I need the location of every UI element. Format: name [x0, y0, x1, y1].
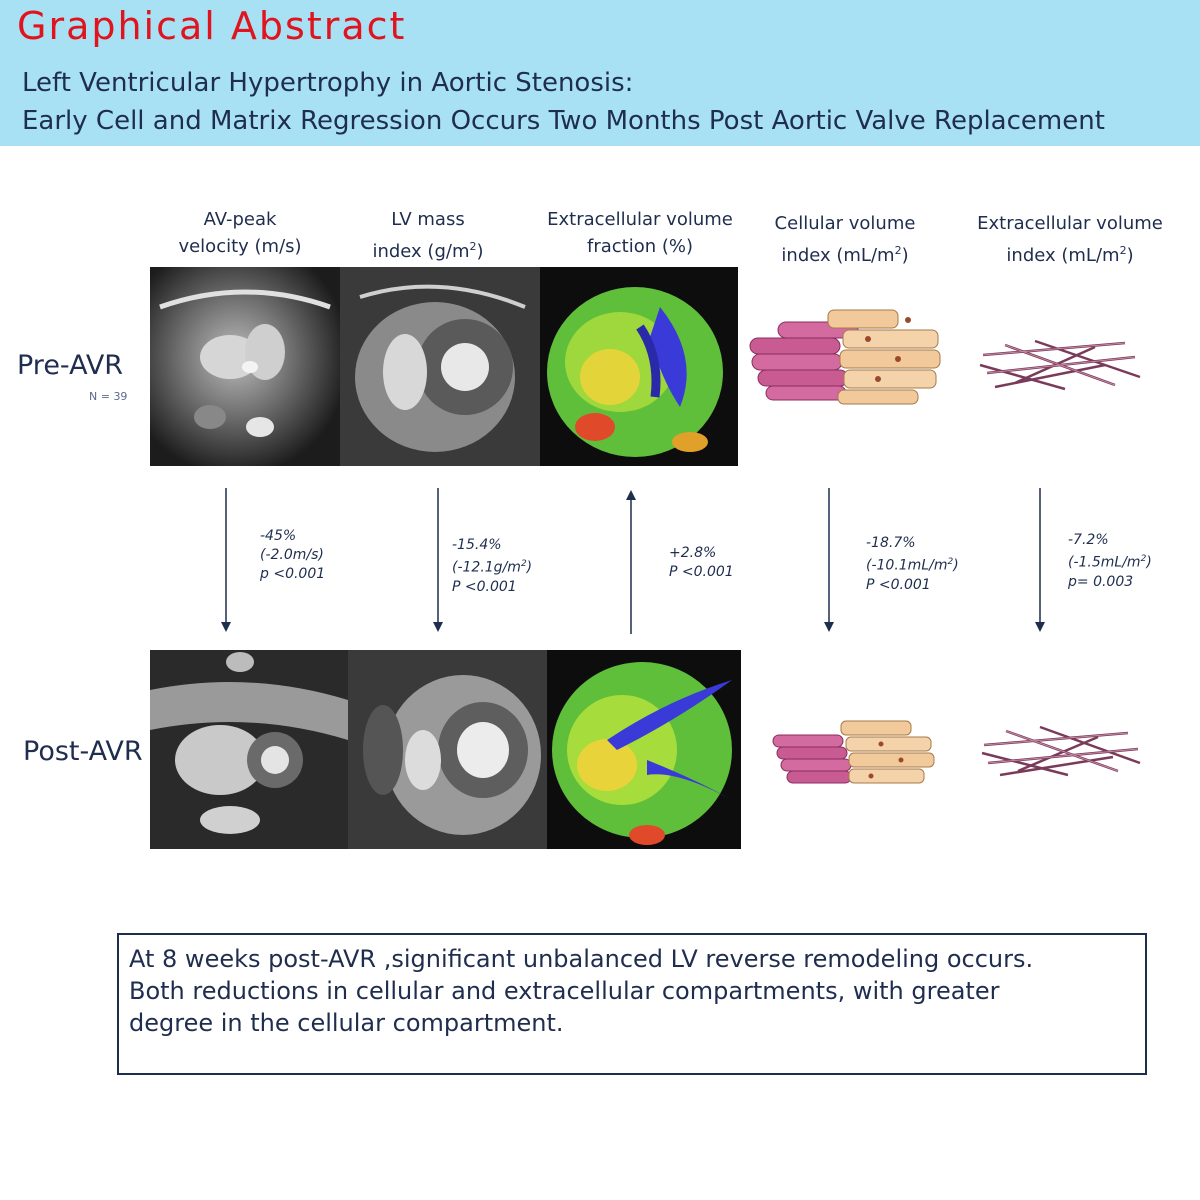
stat-p-value: P <0.001: [452, 578, 517, 595]
stat-p-value: p <0.001: [260, 566, 326, 582]
post-avr-cine-image: [150, 650, 348, 849]
column-header-ec-volume-index: Extracellular volume index (mL/m2): [965, 210, 1175, 269]
stat-absolute: (-1.5mL/m2): [1068, 554, 1152, 571]
pre-avr-cardiomyocyte-illustration: [748, 296, 948, 406]
column-header-lv-mass: LV mass index (g/m2): [353, 206, 503, 265]
stat-ecv: +2.8% P <0.001: [669, 544, 734, 582]
arrow-down-ec-volume-index: [1030, 488, 1050, 634]
title-line-2: Early Cell and Matrix Regression Occurs …: [22, 106, 1105, 136]
stat-absolute: (-12.1g/m2): [452, 559, 533, 576]
row-label-pre-avr: Pre-AVR: [17, 350, 124, 381]
summary-line-1: At 8 weeks post-AVR ,significant unbalan…: [129, 945, 1034, 973]
column-header-line: index (mL/m2): [1006, 244, 1134, 266]
stat-absolute: (-2.0m/s): [260, 547, 324, 563]
summary-box: At 8 weeks post-AVR ,significant unbalan…: [117, 933, 1147, 1075]
column-header-line: Cellular volume: [774, 213, 916, 234]
arrow-down-lv-mass: [428, 488, 448, 634]
stat-cellular-volume: -18.7% (-10.1mL/m2) P <0.001: [866, 534, 959, 595]
title-line-1: Left Ventricular Hypertrophy in Aortic S…: [22, 68, 634, 98]
arrow-down-cellular-volume: [819, 488, 839, 634]
sample-size-label: N = 39: [89, 390, 128, 403]
column-header-line: velocity (m/s): [178, 236, 302, 257]
stat-p-value: P <0.001: [669, 564, 734, 580]
pre-avr-lv-short-axis-image: [340, 267, 540, 466]
stat-percent: +2.8%: [669, 545, 717, 561]
stat-p-value: P <0.001: [866, 576, 931, 593]
column-header-av-peak: AV-peak velocity (m/s): [170, 206, 310, 260]
column-header-line: index (g/m2): [372, 240, 484, 262]
summary-line-2: Both reductions in cellular and extracel…: [129, 977, 1000, 1005]
column-header-line: AV-peak: [203, 209, 277, 230]
summary-line-3: degree in the cellular compartment.: [129, 1009, 564, 1037]
post-avr-extracellular-matrix-illustration: [978, 723, 1143, 778]
stat-percent: -45%: [260, 528, 297, 544]
row-label-post-avr: Post-AVR: [23, 736, 143, 767]
stat-percent: -18.7%: [866, 535, 916, 551]
stat-p-value: p= 0.003: [1068, 573, 1134, 590]
column-header-cellular-volume: Cellular volume index (mL/m2): [760, 210, 930, 269]
pre-avr-extracellular-matrix-illustration: [975, 335, 1145, 393]
pre-avr-t1-map-image: [540, 267, 738, 466]
stat-av-peak: -45% (-2.0m/s) p <0.001: [260, 527, 325, 584]
column-header-line: fraction (%): [586, 236, 693, 257]
stat-absolute: (-10.1mL/m2): [866, 557, 959, 574]
stat-ec-volume-index: -7.2% (-1.5mL/m2) p= 0.003: [1068, 531, 1152, 592]
column-header-line: LV mass: [391, 209, 465, 230]
header-banner: Graphical Abstract Left Ventricular Hype…: [0, 0, 1200, 146]
stat-percent: -7.2%: [1068, 532, 1109, 548]
column-header-ecv-fraction: Extracellular volume fraction (%): [540, 206, 740, 260]
post-avr-lv-short-axis-image: [348, 650, 547, 849]
post-avr-cardiomyocyte-illustration: [771, 715, 941, 790]
stat-lv-mass: -15.4% (-12.1g/m2) P <0.001: [452, 536, 532, 597]
arrow-up-ecv: [621, 488, 641, 634]
column-header-line: Extracellular volume: [547, 209, 733, 230]
column-header-line: index (mL/m2): [781, 244, 909, 266]
pre-avr-cine-image: [150, 267, 340, 466]
main-title: Left Ventricular Hypertrophy in Aortic S…: [22, 64, 1105, 140]
column-header-line: Extracellular volume: [977, 213, 1163, 234]
arrow-down-av-peak: [216, 488, 236, 634]
stat-percent: -15.4%: [452, 537, 502, 553]
post-avr-t1-map-image: [547, 650, 741, 849]
graphical-abstract-label: Graphical Abstract: [17, 4, 407, 48]
